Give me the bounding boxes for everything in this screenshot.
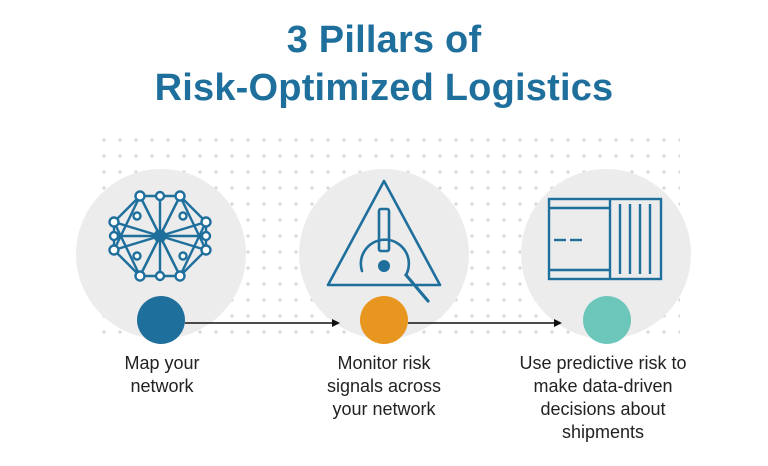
pillar-1-marker <box>137 296 185 344</box>
warning-magnifier-icon <box>322 175 446 307</box>
shipping-container-icon <box>546 196 664 282</box>
title-line-1: 3 Pillars of <box>286 19 482 61</box>
pillar-2-marker <box>360 296 408 344</box>
pillar-3-label: Use predictive risk to make data-driven … <box>519 353 687 442</box>
pillar-1-label: Map your network <box>124 353 200 396</box>
pillar-2-label: Monitor risk signals across your network <box>326 353 442 419</box>
title-line-2: Risk-Optimized Logistics <box>154 67 614 109</box>
network-icon <box>106 190 214 282</box>
pillar-3-marker <box>583 296 631 344</box>
